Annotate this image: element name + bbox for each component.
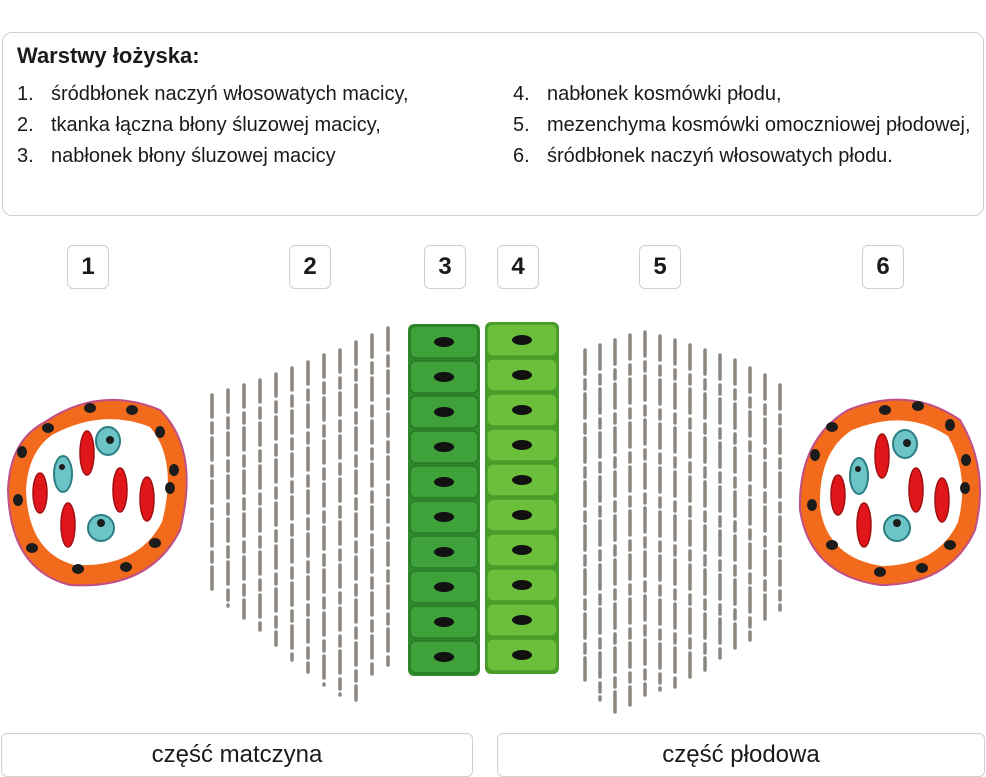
fetal-epithelium — [485, 322, 559, 674]
legend-column-right: 4. nabłonek kosmówki płodu, 5. mezenchym… — [513, 79, 973, 172]
fetal-endothelial-nuclei — [807, 401, 971, 577]
legend-item-text: nabłonek kosmówki płodu, — [547, 83, 782, 105]
legend-item-text: śródbłonek naczyń włosowatych macicy, — [51, 83, 409, 105]
layer-badge-2: 2 — [289, 245, 331, 289]
legend-item-text: mezenchyma kosmówki omoczniowej płodowej… — [547, 114, 971, 136]
maternal-epithelium — [408, 324, 480, 676]
layer-badge-4: 4 — [497, 245, 539, 289]
maternal-red-blood-cells — [32, 430, 155, 548]
legend-item: 2. tkanka łączna błony śluzowej macicy, — [17, 110, 477, 141]
legend-item: 5. mezenchyma kosmówki omoczniowej płodo… — [513, 110, 973, 141]
layer-badge-5: 5 — [639, 245, 681, 289]
maternal-part-label: część matczyna — [1, 733, 473, 777]
layer-badge-1: 1 — [67, 245, 109, 289]
layer-badge-6: 6 — [862, 245, 904, 289]
legend-item: 6. śródbłonek naczyń włosowatych płodu. — [513, 141, 973, 172]
legend-box: Warstwy łożyska: 1. śródbłonek naczyń wł… — [2, 32, 984, 216]
fetal-vessel-lumen — [819, 420, 963, 566]
fetal-mesenchyme — [583, 330, 782, 714]
legend-item-number: 5. — [513, 114, 530, 136]
legend-title: Warstwy łożyska: — [17, 43, 200, 68]
maternal-capillary — [6, 398, 188, 587]
legend-item-text: nabłonek błony śluzowej macicy — [51, 145, 336, 167]
maternal-white-blood-cells — [53, 426, 121, 542]
fetal-part-label: część płodowa — [497, 733, 985, 777]
legend-item: 3. nabłonek błony śluzowej macicy — [17, 141, 477, 172]
legend-item-number: 3. — [17, 145, 34, 167]
fetal-white-blood-cells — [849, 429, 918, 542]
legend-item: 1. śródbłonek naczyń włosowatych macicy, — [17, 79, 477, 110]
legend-item-number: 1. — [17, 83, 34, 105]
legend-item-text: tkanka łączna błony śluzowej macicy, — [51, 114, 381, 136]
legend-item-number: 4. — [513, 83, 530, 105]
legend-column-left: 1. śródbłonek naczyń włosowatych macicy,… — [17, 79, 477, 172]
legend-item: 4. nabłonek kosmówki płodu, — [513, 79, 973, 110]
layer-badge-3: 3 — [424, 245, 466, 289]
fetal-red-blood-cells — [830, 433, 950, 548]
maternal-connective-tissue — [210, 326, 390, 702]
fetal-capillary — [798, 398, 981, 587]
maternal-endothelial-nuclei — [13, 403, 179, 574]
legend-item-text: śródbłonek naczyń włosowatych płodu. — [547, 145, 893, 167]
legend-item-number: 6. — [513, 145, 530, 167]
legend-item-number: 2. — [17, 114, 34, 136]
